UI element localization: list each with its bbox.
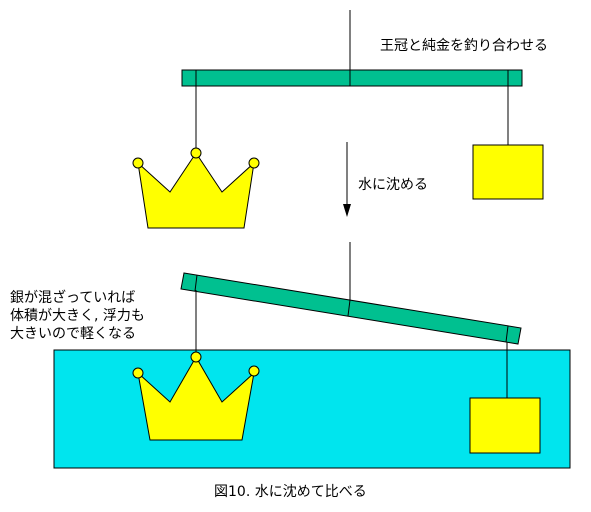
top-balance-beam xyxy=(181,69,523,87)
tilted-beam-right-mark xyxy=(505,325,509,343)
explanation-line-1: 銀が混ざっていれば xyxy=(10,289,135,306)
explanation-line-2: 体積が大きく, 浮力も xyxy=(10,308,145,324)
figure-caption: 図10. 水に沈めて比べる xyxy=(214,484,367,500)
balance-note: 王冠と純金を釣り合わせる xyxy=(380,38,548,54)
scene-submerged: 銀が混ざっていれば 体積が大きく, 浮力も 大きいので軽くなる xyxy=(10,242,571,469)
gold-block xyxy=(469,397,541,454)
arrow-down-icon xyxy=(343,142,351,217)
scene-balanced-in-air: 王冠と純金を釣り合わせる xyxy=(132,10,548,229)
submerge-note: 水に沈める xyxy=(358,177,428,193)
crown-icon xyxy=(132,147,260,229)
explanation-line-3: 大きいので軽くなる xyxy=(10,326,136,342)
gold-block xyxy=(472,144,544,200)
tilted-beam-left-mark xyxy=(194,274,198,292)
tilted-beam-center-mark xyxy=(347,299,351,317)
crown-icon xyxy=(132,351,260,441)
tilted-balance-beam xyxy=(180,272,522,345)
